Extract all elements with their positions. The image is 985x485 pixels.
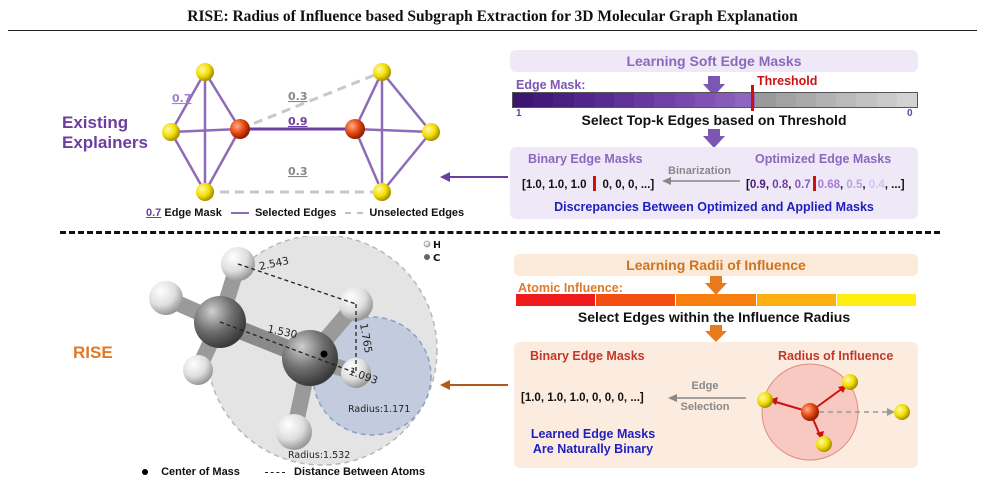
bar-start-label: 1: [516, 108, 522, 119]
arrow-left-bottom: [440, 380, 508, 390]
threshold-marker: [812, 176, 816, 192]
binary-mask-values: [1.0, 1.0, 1.0 0, 0, 0, ...]: [522, 175, 654, 193]
existing-legend: 0.7 Edge Mask Selected Edges Unselected …: [146, 207, 465, 219]
yellow-atom: [894, 404, 910, 420]
optimized-edge-masks-title: Optimized Edge Masks: [755, 152, 892, 166]
select-radius-heading: Select Edges within the Influence Radius: [577, 309, 851, 325]
radius-large-label: Radius:1.532: [288, 450, 350, 461]
center-of-mass-swatch: [142, 469, 148, 476]
threshold-marker: [593, 176, 597, 192]
carbon-atom: [282, 330, 338, 386]
edge-value: 0.3: [288, 90, 308, 103]
red-atom: [345, 119, 365, 139]
edge-value: 0.7: [172, 92, 192, 105]
yellow-atom: [757, 392, 773, 408]
atomic-influence-label: Atomic Influence:: [518, 281, 623, 295]
binary-edge-masks-title: Binary Edge Masks: [530, 349, 645, 363]
threshold-line: [751, 85, 754, 111]
down-arrow-icon: [703, 129, 725, 148]
binary-edge-masks-title: Binary Edge Masks: [528, 152, 643, 166]
binarization-panel: [510, 147, 918, 219]
edge-mask-label: Edge Mask:: [516, 78, 586, 92]
distance-swatch: [264, 471, 285, 473]
yellow-atom: [816, 436, 832, 452]
edge-mask-bar: [512, 92, 918, 108]
red-atom: [230, 119, 250, 139]
radius-small-label: Radius:1.171: [348, 404, 410, 415]
threshold-label: Threshold: [757, 74, 818, 88]
edge-selection-label: Edge Selection: [680, 380, 730, 413]
rise-binary-values: [1.0, 1.0, 1.0, 0, 0, 0, ...]: [521, 392, 644, 404]
yellow-atom: [196, 63, 214, 81]
yellow-atom: [373, 63, 391, 81]
title-divider: [8, 30, 977, 31]
unselected-edge: [239, 70, 383, 131]
h-legend-dot: [423, 240, 431, 248]
atomic-influence-bar: [516, 294, 917, 306]
rise-molecule: 2.543 1.530 1.765 1.093 Radius:1.171 Rad…: [149, 236, 440, 466]
yellow-atom: [422, 123, 440, 141]
page-title: RISE: Radius of Influence based Subgraph…: [187, 8, 798, 25]
radius-of-influence-title: Radius of Influence: [778, 349, 894, 363]
select-topk-heading: Select Top-k Edges based on Threshold: [581, 112, 847, 128]
binarization-label: Binarization: [668, 165, 731, 177]
selected-edge-swatch: [230, 212, 249, 215]
hydrogen-atom: [149, 281, 183, 315]
existing-explainers-label: Existing Explainers: [62, 113, 148, 152]
binarization-arrow: [662, 177, 740, 185]
c-legend: C: [433, 253, 440, 264]
radii-title: Learning Radii of Influence: [514, 254, 918, 276]
unselected-edge-swatch: [345, 212, 364, 215]
hydrogen-atom: [276, 414, 312, 450]
yellow-atom: [162, 123, 180, 141]
edge-value: 0.9: [288, 115, 308, 128]
down-arrow-icon: [703, 76, 725, 96]
distance-label: 1.765: [357, 322, 374, 354]
hydrogen-atom: [183, 355, 213, 385]
yellow-atom: [373, 183, 391, 201]
section-divider: [60, 231, 940, 234]
down-arrow-icon: [705, 276, 727, 295]
existing-graph: 0.7 0.3 0.9 0.3: [162, 63, 440, 201]
discrepancy-caption: Discrepancies Between Optimized and Appl…: [554, 200, 874, 214]
radius-diagram: [757, 363, 910, 461]
arrow-left-top: [440, 172, 508, 182]
hydrogen-atom: [341, 358, 371, 388]
bar-end-label: 0: [907, 108, 913, 119]
c-legend-dot: [424, 254, 430, 260]
down-arrow-icon: [705, 325, 727, 342]
red-atom: [801, 403, 819, 421]
edge-value: 0.3: [288, 165, 308, 178]
yellow-atom: [842, 374, 858, 390]
natural-binary-caption: Learned Edge Masks Are Naturally Binary: [530, 427, 656, 456]
soft-mask-title: Learning Soft Edge Masks: [510, 50, 918, 72]
rise-label: RISE: [73, 343, 113, 362]
rise-legend: Center of Mass Distance Between Atoms: [142, 466, 425, 478]
center-of-mass-dot: [320, 350, 328, 358]
yellow-atom: [196, 183, 214, 201]
influence-circle-small: [312, 316, 432, 436]
edge-selection-arrow: [668, 394, 746, 402]
h-legend: H: [433, 240, 440, 251]
